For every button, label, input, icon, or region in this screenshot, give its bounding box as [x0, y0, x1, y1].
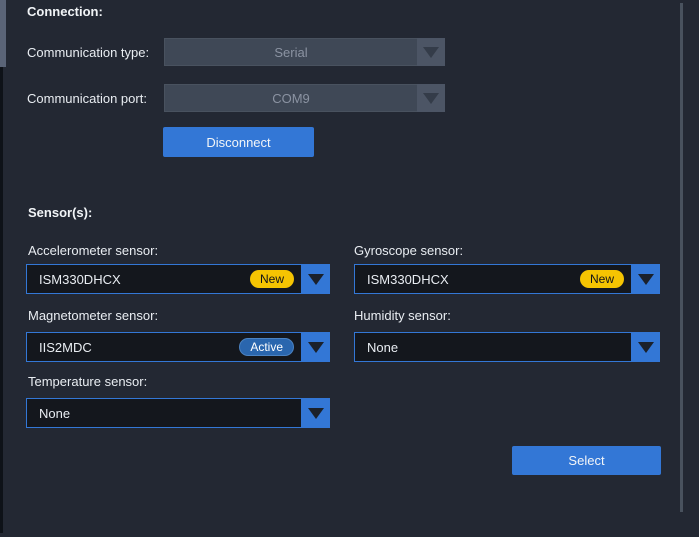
- disconnect-button[interactable]: Disconnect: [163, 127, 314, 157]
- select-button[interactable]: Select: [512, 446, 661, 475]
- chevron-down-icon: [638, 273, 654, 285]
- humidity-dropdown-arrow[interactable]: [632, 332, 660, 362]
- accelerometer-sensor-value: ISM330DHCX: [39, 271, 121, 287]
- communication-type-value: Serial: [274, 44, 308, 60]
- communication-port-dropdown-arrow[interactable]: [417, 84, 445, 112]
- right-divider-line: [680, 3, 683, 512]
- chevron-down-icon: [308, 407, 324, 419]
- magnetometer-sensor-dropdown[interactable]: IIS2MDC Active: [26, 332, 330, 362]
- gyroscope-sensor-value: ISM330DHCX: [367, 271, 449, 287]
- communication-type-label: Communication type:: [27, 45, 150, 60]
- humidity-sensor-dropdown[interactable]: None: [354, 332, 660, 362]
- active-badge: Active: [239, 338, 294, 356]
- temperature-sensor-dropdown[interactable]: None: [26, 398, 330, 428]
- gyroscope-dropdown-arrow[interactable]: [632, 264, 660, 294]
- communication-port-value: COM9: [272, 90, 310, 106]
- gyroscope-sensor-dropdown[interactable]: ISM330DHCX New: [354, 264, 660, 294]
- temperature-sensor-label: Temperature sensor:: [28, 374, 148, 389]
- gyroscope-sensor-label: Gyroscope sensor:: [354, 243, 464, 258]
- communication-type-dropdown-arrow[interactable]: [417, 38, 445, 66]
- temperature-sensor-value: None: [39, 405, 71, 421]
- communication-port-dropdown[interactable]: COM9: [164, 84, 445, 112]
- chevron-down-icon: [308, 273, 324, 285]
- left-panel-edge-top: [0, 0, 6, 67]
- humidity-sensor-label: Humidity sensor:: [354, 308, 451, 323]
- temperature-dropdown-arrow[interactable]: [302, 398, 330, 428]
- sensors-header: Sensor(s):: [28, 205, 93, 220]
- new-badge: New: [579, 270, 624, 288]
- new-badge: New: [249, 270, 294, 288]
- chevron-down-icon: [638, 341, 654, 353]
- communication-type-dropdown[interactable]: Serial: [164, 38, 445, 66]
- magnetometer-dropdown-arrow[interactable]: [302, 332, 330, 362]
- humidity-sensor-value: None: [367, 339, 399, 355]
- magnetometer-sensor-label: Magnetometer sensor:: [28, 308, 159, 323]
- chevron-down-icon: [423, 46, 439, 58]
- connection-header: Connection:: [27, 4, 103, 19]
- accelerometer-dropdown-arrow[interactable]: [302, 264, 330, 294]
- magnetometer-sensor-value: IIS2MDC: [39, 339, 92, 355]
- left-panel-edge: [0, 67, 3, 533]
- accelerometer-sensor-label: Accelerometer sensor:: [28, 243, 159, 258]
- accelerometer-sensor-dropdown[interactable]: ISM330DHCX New: [26, 264, 330, 294]
- chevron-down-icon: [308, 341, 324, 353]
- communication-port-label: Communication port:: [27, 91, 147, 106]
- chevron-down-icon: [423, 92, 439, 104]
